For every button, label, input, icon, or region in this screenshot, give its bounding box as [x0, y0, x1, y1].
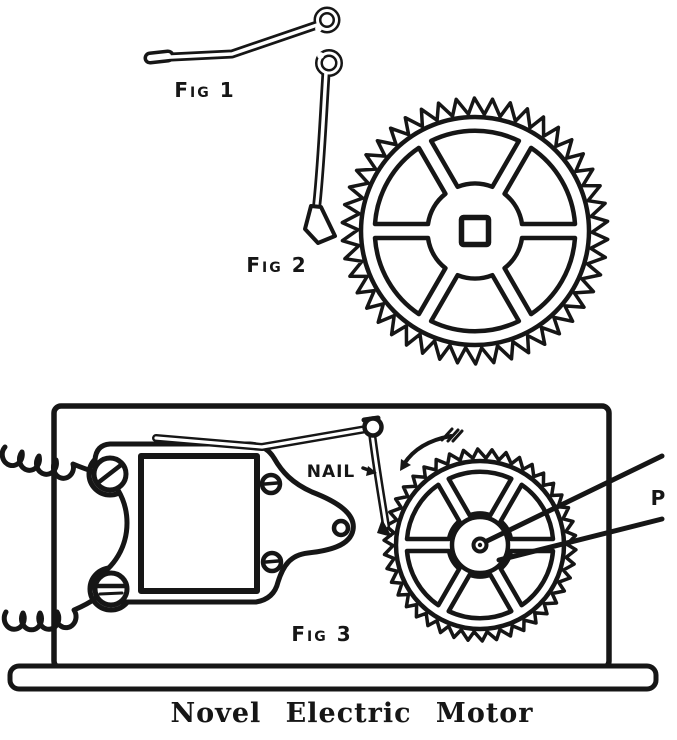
fig3-ratchet-wheel: [382, 447, 578, 643]
rotation-arrowhead: [400, 459, 411, 471]
lever-hollow: [154, 426, 374, 449]
screw-slot: [263, 481, 279, 486]
hook-gap: [317, 52, 324, 59]
fig2-pawl: [303, 49, 343, 245]
pawl-chisel-tip: [303, 204, 337, 245]
wheel-window: [498, 548, 556, 608]
fig1-label: Fig 1: [174, 78, 235, 102]
fig3-coil-bottom: [1, 595, 99, 633]
fig3-assembly: NAIL P Fig 3: [0, 403, 668, 692]
wheel-window: [502, 235, 578, 317]
wheel-window: [502, 145, 578, 227]
pointer-line-2: [496, 516, 665, 563]
wheel-window: [446, 469, 514, 518]
fig1-armature-wire: [143, 6, 341, 65]
wire-hollow: [149, 23, 319, 60]
square-axle-hole: [458, 214, 492, 248]
nail-label: NAIL: [307, 462, 356, 482]
fig3-label: Fig 3: [291, 622, 352, 646]
arrow-hatch: [446, 428, 460, 443]
screw-slot: [98, 591, 124, 596]
axle-dot: [477, 542, 483, 548]
hook-hollow: [317, 51, 341, 75]
paddle-hollow: [147, 53, 171, 61]
screw-slot: [96, 462, 124, 485]
pulley-label: P: [651, 486, 668, 510]
arrow-hatch: [440, 427, 454, 442]
wheel-window: [428, 272, 522, 334]
loop-gap: [315, 25, 322, 32]
wheel-window: [404, 548, 462, 608]
fig2-label: Fig 2: [246, 253, 307, 277]
wheel-window: [428, 128, 522, 190]
caption: Novel Electric Motor: [170, 698, 533, 729]
wheel-window: [372, 145, 448, 227]
pointer-line-1: [484, 453, 665, 544]
wheel-window: [404, 482, 462, 542]
fig3-coil-top: [0, 444, 98, 481]
nail-pointer-arrowhead: [366, 466, 377, 476]
wheel-window: [446, 572, 514, 621]
lever-pivot-eyelet: [362, 416, 384, 438]
loop-hollow: [316, 9, 338, 31]
wheel-window: [372, 235, 448, 317]
fig2-ratchet-wheel: [340, 96, 610, 366]
coil-window: [138, 453, 260, 594]
screw-slot: [264, 559, 280, 564]
plate-tab-hole: [331, 518, 351, 538]
rod-hollow: [314, 71, 328, 214]
arrow-hatch: [451, 429, 464, 443]
nail-tip: [377, 519, 392, 537]
fig3-base-bar: [7, 663, 659, 692]
screw-bottom-left: [92, 570, 130, 608]
